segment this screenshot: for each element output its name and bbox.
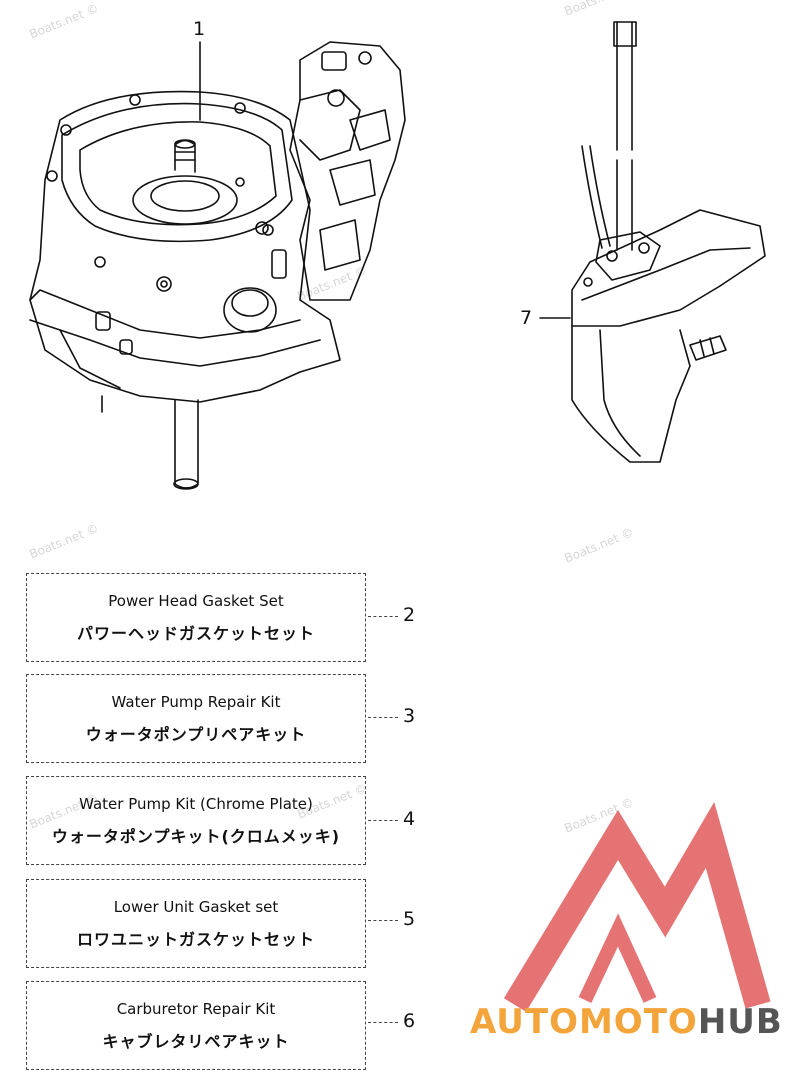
kit-box-carburetor-repair: Carburetor Repair Kit キャブレタリペアキット bbox=[26, 981, 366, 1070]
kit-box-power-head-gasket: Power Head Gasket Set パワーヘッドガスケットセット bbox=[26, 573, 366, 662]
kit-name-en: Lower Unit Gasket set bbox=[113, 897, 279, 916]
kit-number: 3 bbox=[403, 705, 416, 727]
kit-name-jp: パワーヘッドガスケットセット bbox=[76, 623, 315, 643]
kit-leader bbox=[368, 820, 398, 821]
kit-box-water-pump-chrome: Water Pump Kit (Chrome Plate) ウォータポンプキット… bbox=[26, 776, 366, 865]
kit-name-jp: ロワユニットガスケットセット bbox=[76, 929, 315, 949]
kit-number: 6 bbox=[403, 1010, 416, 1032]
logo-text-hub: HUB bbox=[697, 1002, 783, 1042]
kit-leader bbox=[368, 920, 398, 921]
kit-leader bbox=[368, 717, 398, 718]
kit-box-lower-unit-gasket: Lower Unit Gasket set ロワユニットガスケットセット bbox=[26, 879, 366, 968]
logo-text: AUTOMOTOHUB bbox=[470, 1002, 783, 1042]
kit-box-water-pump-repair: Water Pump Repair Kit ウォータポンプリペアキット bbox=[26, 674, 366, 763]
kit-leader bbox=[368, 1022, 398, 1023]
logo-text-automoto: AUTOMOTO bbox=[470, 1002, 698, 1042]
kit-name-jp: ウォータポンプキット(クロムメッキ) bbox=[51, 826, 341, 846]
callout-powerhead: 1 bbox=[193, 18, 206, 40]
callout-lower-unit: 7 bbox=[520, 307, 533, 329]
kit-number: 2 bbox=[403, 604, 416, 626]
kit-number: 5 bbox=[403, 908, 416, 930]
kit-leader bbox=[368, 616, 398, 617]
kit-name-en: Carburetor Repair Kit bbox=[116, 999, 276, 1018]
kit-number: 4 bbox=[403, 808, 416, 830]
kit-name-en: Power Head Gasket Set bbox=[108, 591, 284, 610]
kit-name-jp: ウォータポンプリペアキット bbox=[85, 724, 307, 744]
kit-name-en: Water Pump Repair Kit bbox=[111, 692, 281, 711]
kit-name-en: Water Pump Kit (Chrome Plate) bbox=[79, 794, 313, 813]
kit-name-jp: キャブレタリペアキット bbox=[102, 1031, 290, 1051]
